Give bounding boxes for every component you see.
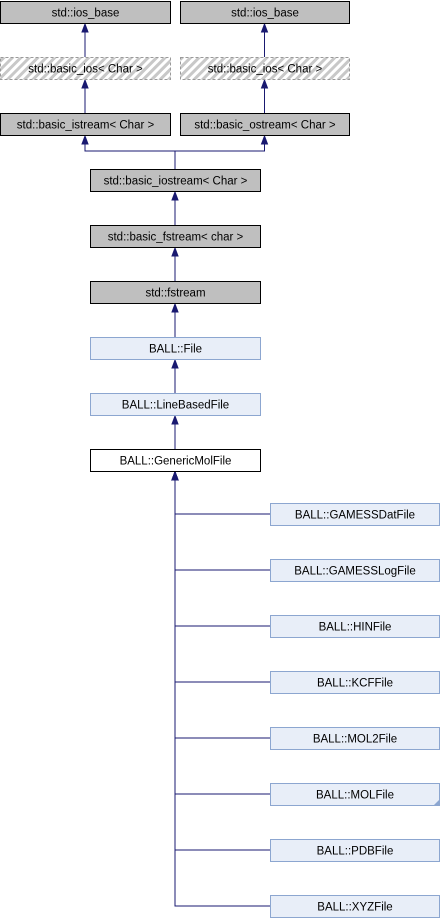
edge-line <box>174 472 270 515</box>
edge-xyz-to-generic-mol-file <box>171 470 270 907</box>
inheritance-arrowhead <box>171 302 179 313</box>
class-label: std::ios_base <box>231 8 299 20</box>
class-box <box>90 225 261 248</box>
edge-gamess-log-to-generic-mol-file <box>171 470 270 571</box>
inheritance-arrowhead <box>260 134 269 145</box>
edge-line <box>84 136 176 169</box>
edge-basic-iostream-to-basic-ostream <box>174 134 269 169</box>
class-label: std::basic_ios< Char > <box>208 64 323 76</box>
edge-pdb-to-generic-mol-file <box>171 470 270 851</box>
class-box <box>180 113 350 136</box>
edge-line <box>174 136 265 169</box>
edge-basic-fstream-to-basic-iostream <box>171 190 179 225</box>
class-node-line-based-file[interactable]: BALL::LineBasedFile <box>90 393 261 416</box>
class-node-mol[interactable]: BALL::MOLFile <box>270 783 440 806</box>
edge-line <box>174 472 270 907</box>
inheritance-arrowhead <box>171 246 179 257</box>
edge-gamess-dat-to-generic-mol-file <box>171 470 270 515</box>
class-node-basic-ios-2[interactable]: std::basic_ios< Char > <box>180 57 350 80</box>
edge-generic-mol-file-to-line-based-file <box>171 414 179 449</box>
class-label: BALL::XYZFile <box>317 902 392 914</box>
inheritance-arrowhead <box>81 134 89 145</box>
class-label: std::basic_ostream< Char > <box>194 120 336 132</box>
class-node-basic-istream[interactable]: std::basic_istream< Char > <box>0 113 171 136</box>
inheritance-arrowhead <box>81 78 89 89</box>
class-node-pdb[interactable]: BALL::PDBFile <box>270 839 440 862</box>
edge-line <box>174 472 270 851</box>
inheritance-arrowhead <box>171 358 179 369</box>
edge-basic-ios-2-to-ios-base-2 <box>260 22 269 57</box>
class-node-ios-base-2[interactable]: std::ios_base <box>180 1 350 24</box>
edge-mol2-to-generic-mol-file <box>171 470 270 739</box>
class-label: BALL::GAMESSLogFile <box>294 566 415 578</box>
class-label: BALL::PDBFile <box>317 846 394 858</box>
inheritance-arrowhead <box>81 22 89 33</box>
class-node-generic-mol-file[interactable]: BALL::GenericMolFile <box>90 449 261 472</box>
class-label: std::fstream <box>145 288 205 300</box>
class-box <box>90 281 261 304</box>
class-node-hin[interactable]: BALL::HINFile <box>270 615 440 638</box>
edge-line <box>174 472 270 739</box>
class-node-gamess-dat[interactable]: BALL::GAMESSDatFile <box>270 503 440 526</box>
class-node-mol2[interactable]: BALL::MOL2File <box>270 727 440 750</box>
class-label: std::basic_istream< Char > <box>17 120 155 132</box>
edge-basic-ostream-to-basic-ios-2 <box>260 78 269 113</box>
inheritance-arrowhead <box>260 22 269 33</box>
class-node-kcf[interactable]: BALL::KCFFile <box>270 671 440 694</box>
class-label: BALL::GAMESSDatFile <box>295 510 415 522</box>
edge-kcf-to-generic-mol-file <box>171 470 270 683</box>
class-label: BALL::KCFFile <box>317 678 393 690</box>
class-node-basic-fstream[interactable]: std::basic_fstream< char > <box>90 225 261 248</box>
edge-line <box>174 472 270 683</box>
class-node-gamess-log[interactable]: BALL::GAMESSLogFile <box>270 559 440 582</box>
class-box <box>0 113 171 136</box>
edge-basic-iostream-to-basic-istream <box>81 134 176 169</box>
class-box <box>180 57 350 80</box>
class-box <box>0 1 171 24</box>
edge-hin-to-generic-mol-file <box>171 470 270 627</box>
class-node-ios-base-1[interactable]: std::ios_base <box>0 1 171 24</box>
folded-corner-icon <box>433 799 440 806</box>
inheritance-edges <box>81 22 270 907</box>
edge-file-to-fstream <box>171 302 179 337</box>
edge-mol-to-generic-mol-file <box>171 470 270 795</box>
class-node-basic-ios-1[interactable]: std::basic_ios< Char > <box>0 57 171 80</box>
edge-basic-ios-1-to-ios-base-1 <box>81 22 89 57</box>
class-box <box>90 393 261 416</box>
class-label: BALL::MOL2File <box>313 734 397 746</box>
class-box <box>0 57 171 80</box>
class-box <box>180 1 350 24</box>
class-box <box>90 337 261 360</box>
class-node-xyz[interactable]: BALL::XYZFile <box>270 895 440 918</box>
edge-line <box>174 472 270 795</box>
edge-fstream-to-basic-fstream <box>171 246 179 281</box>
inheritance-arrowhead <box>171 470 179 481</box>
class-box <box>90 449 261 472</box>
class-label: std::basic_iostream< Char > <box>104 176 248 188</box>
class-label: std::basic_fstream< char > <box>108 232 244 244</box>
class-label: std::basic_ios< Char > <box>28 64 143 76</box>
class-node-basic-ostream[interactable]: std::basic_ostream< Char > <box>180 113 350 136</box>
class-node-file[interactable]: BALL::File <box>90 337 261 360</box>
inheritance-arrowhead <box>260 78 269 89</box>
class-label: std::ios_base <box>52 8 120 20</box>
class-node-fstream[interactable]: std::fstream <box>90 281 261 304</box>
class-node-basic-iostream[interactable]: std::basic_iostream< Char > <box>90 169 261 192</box>
edge-line-based-file-to-file <box>171 358 179 393</box>
inheritance-arrowhead <box>171 414 179 425</box>
class-label: BALL::MOLFile <box>316 790 394 802</box>
class-label: BALL::LineBasedFile <box>122 400 229 412</box>
edge-line <box>174 472 270 627</box>
edge-basic-istream-to-basic-ios-1 <box>81 78 89 113</box>
class-label: BALL::File <box>149 344 202 356</box>
class-label: BALL::HINFile <box>319 622 392 634</box>
inheritance-arrowhead <box>171 190 179 201</box>
edge-line <box>174 472 270 571</box>
class-label: BALL::GenericMolFile <box>120 456 232 468</box>
class-box <box>90 169 261 192</box>
